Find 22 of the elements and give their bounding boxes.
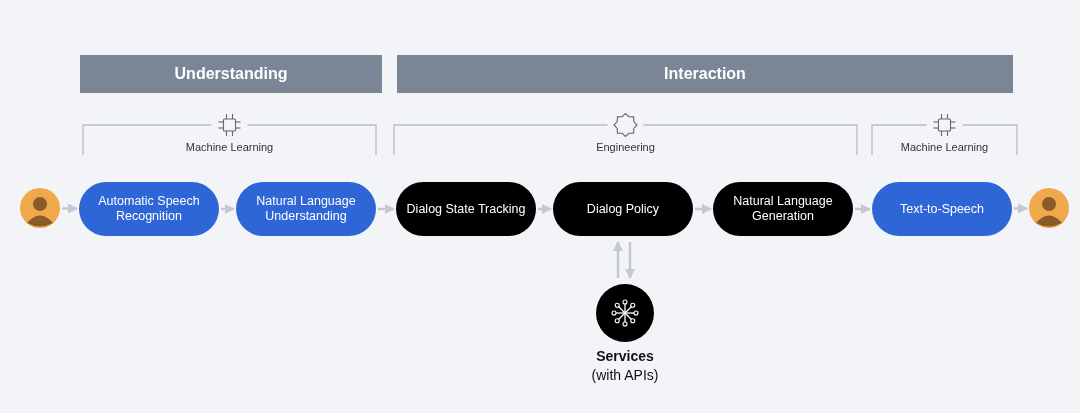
arrow: [221, 204, 235, 214]
node-subtitle: (with APIs): [591, 366, 659, 385]
bracket-label: Machine Learning: [900, 141, 989, 153]
arrow: [538, 204, 552, 214]
arrow: [378, 204, 395, 214]
bracket-label: Engineering: [596, 141, 655, 153]
bracket-label: Machine Learning: [185, 141, 274, 153]
node-title: Services: [596, 347, 654, 366]
arrow: [62, 203, 78, 214]
arrow: [695, 204, 712, 214]
arrow: [613, 241, 623, 278]
section-header-bar: Understanding: [80, 55, 382, 93]
arrow: [855, 204, 871, 214]
arrow: [1014, 203, 1028, 214]
process-pill: Text-to-Speech: [872, 182, 1012, 236]
process-pill: Dialog Policy: [553, 182, 693, 236]
process-pill: Automatic Speech Recognition: [79, 182, 219, 236]
process-pill: Natural Language Understanding: [236, 182, 376, 236]
section-header-bar: Interaction: [397, 55, 1013, 93]
process-pill: Dialog State Tracking: [396, 182, 536, 236]
process-pill: Natural Language Generation: [713, 182, 853, 236]
arrow: [625, 242, 635, 279]
